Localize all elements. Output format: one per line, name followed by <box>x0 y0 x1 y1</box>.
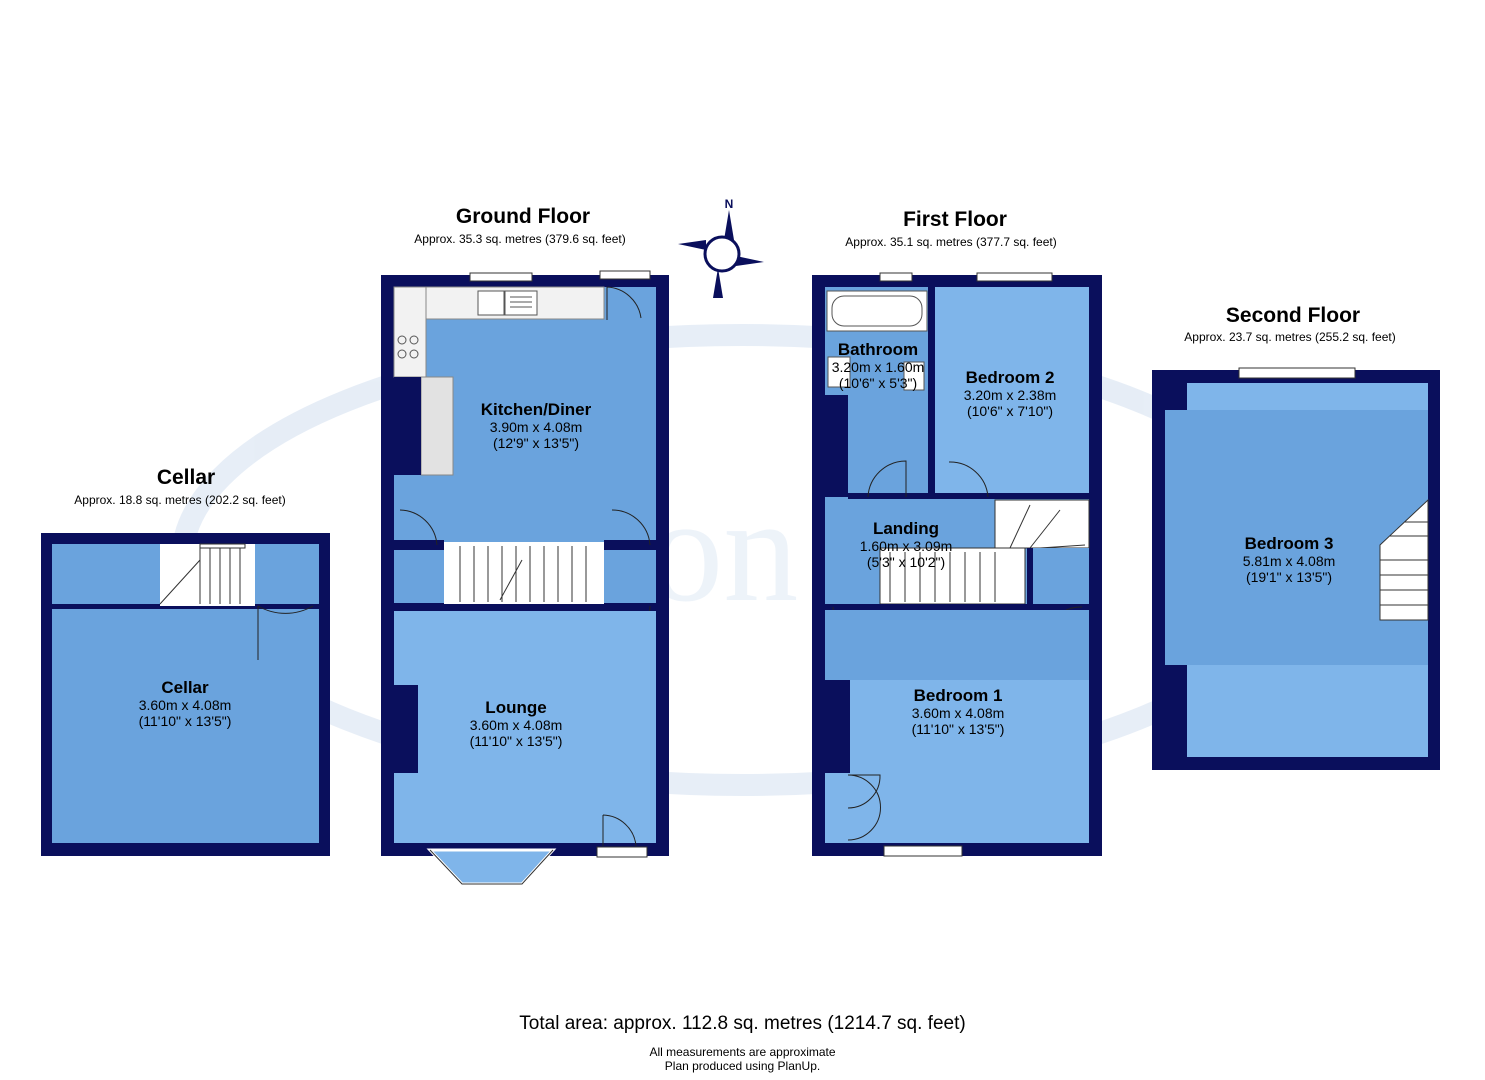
room-name: Cellar <box>161 678 209 697</box>
compass: N <box>678 197 764 298</box>
second-floor-plan <box>1152 367 1440 770</box>
room-metric: 3.20m x 2.38m <box>963 387 1057 403</box>
room-imperial: (10'6" x 7'10") <box>966 403 1054 419</box>
cellar-area: Approx. 18.8 sq. metres (202.2 sq. feet) <box>74 493 286 507</box>
room-imperial: (10'6" x 5'3") <box>838 375 918 391</box>
measurement-note: All measurements are approximate <box>649 1045 836 1059</box>
first-floor-plan <box>812 272 1102 857</box>
second-stairs <box>1379 498 1429 621</box>
room-name: Bedroom 2 <box>965 368 1055 387</box>
room-metric: 3.60m x 4.08m <box>469 717 563 733</box>
cellar-title: Cellar <box>156 466 216 489</box>
room-name: Kitchen/Diner <box>480 400 592 419</box>
room-metric: 3.60m x 4.08m <box>138 697 232 713</box>
second-floor-title: Second Floor <box>1225 304 1361 327</box>
room-name: Bedroom 3 <box>1244 534 1334 553</box>
room-label-kitchen-diner: Kitchen/Diner 3.90m x 4.08m (12'9" x 13'… <box>480 400 592 452</box>
room-metric: 3.90m x 4.08m <box>489 419 583 435</box>
room-metric: 5.81m x 4.08m <box>1242 553 1336 569</box>
room-label-bedroom-2: Bedroom 2 3.20m x 2.38m (10'6" x 7'10") <box>963 368 1057 420</box>
room-metric: 3.20m x 1.60m <box>831 359 925 375</box>
room-name: Lounge <box>485 698 547 717</box>
room-imperial: (19'1" x 13'5") <box>1245 569 1333 585</box>
room-metric: 3.60m x 4.08m <box>911 705 1005 721</box>
room-label-bedroom-1: Bedroom 1 3.60m x 4.08m (11'10" x 13'5") <box>911 686 1005 738</box>
watermark-logo: Saxton Mee <box>171 324 1313 796</box>
cellar-plan <box>41 533 330 856</box>
ground-floor-area: Approx. 35.3 sq. metres (379.6 sq. feet) <box>414 232 626 246</box>
room-label-bedroom-3: Bedroom 3 5.81m x 4.08m (19'1" x 13'5") <box>1242 534 1336 586</box>
room-label-lounge: Lounge 3.60m x 4.08m (11'10" x 13'5") <box>469 698 563 750</box>
first-floor-area: Approx. 35.1 sq. metres (377.7 sq. feet) <box>845 235 1057 249</box>
room-imperial: (11'10" x 13'5") <box>138 713 232 729</box>
room-name: Bedroom 1 <box>913 686 1003 705</box>
ground-stairs <box>444 542 604 604</box>
room-imperial: (11'10" x 13'5") <box>911 721 1005 737</box>
room-label-landing: Landing 1.60m x 3.09m (5'3" x 10'2") <box>859 519 953 571</box>
ground-floor-title: Ground Floor <box>455 205 591 228</box>
total-area: Total area: approx. 112.8 sq. metres (12… <box>519 1013 966 1034</box>
second-floor-area: Approx. 23.7 sq. metres (255.2 sq. feet) <box>1184 330 1396 344</box>
first-stairs <box>879 499 1090 605</box>
planup-note: Plan produced using PlanUp. <box>664 1059 821 1073</box>
room-metric: 1.60m x 3.09m <box>859 538 953 554</box>
ground-floor-plan <box>381 270 669 886</box>
compass-north-label: N <box>725 197 734 211</box>
room-name: Landing <box>872 519 940 538</box>
room-label-cellar: Cellar 3.60m x 4.08m (11'10" x 13'5") <box>138 678 232 730</box>
room-imperial: (11'10" x 13'5") <box>469 733 563 749</box>
cellar-stairs <box>159 543 255 606</box>
room-imperial: (5'3" x 10'2") <box>866 554 946 570</box>
room-imperial: (12'9" x 13'5") <box>492 435 580 451</box>
room-label-bathroom: Bathroom 3.20m x 1.60m (10'6" x 5'3") <box>831 340 925 392</box>
room-name: Bathroom <box>837 340 919 359</box>
first-floor-title: First Floor <box>903 208 1007 231</box>
